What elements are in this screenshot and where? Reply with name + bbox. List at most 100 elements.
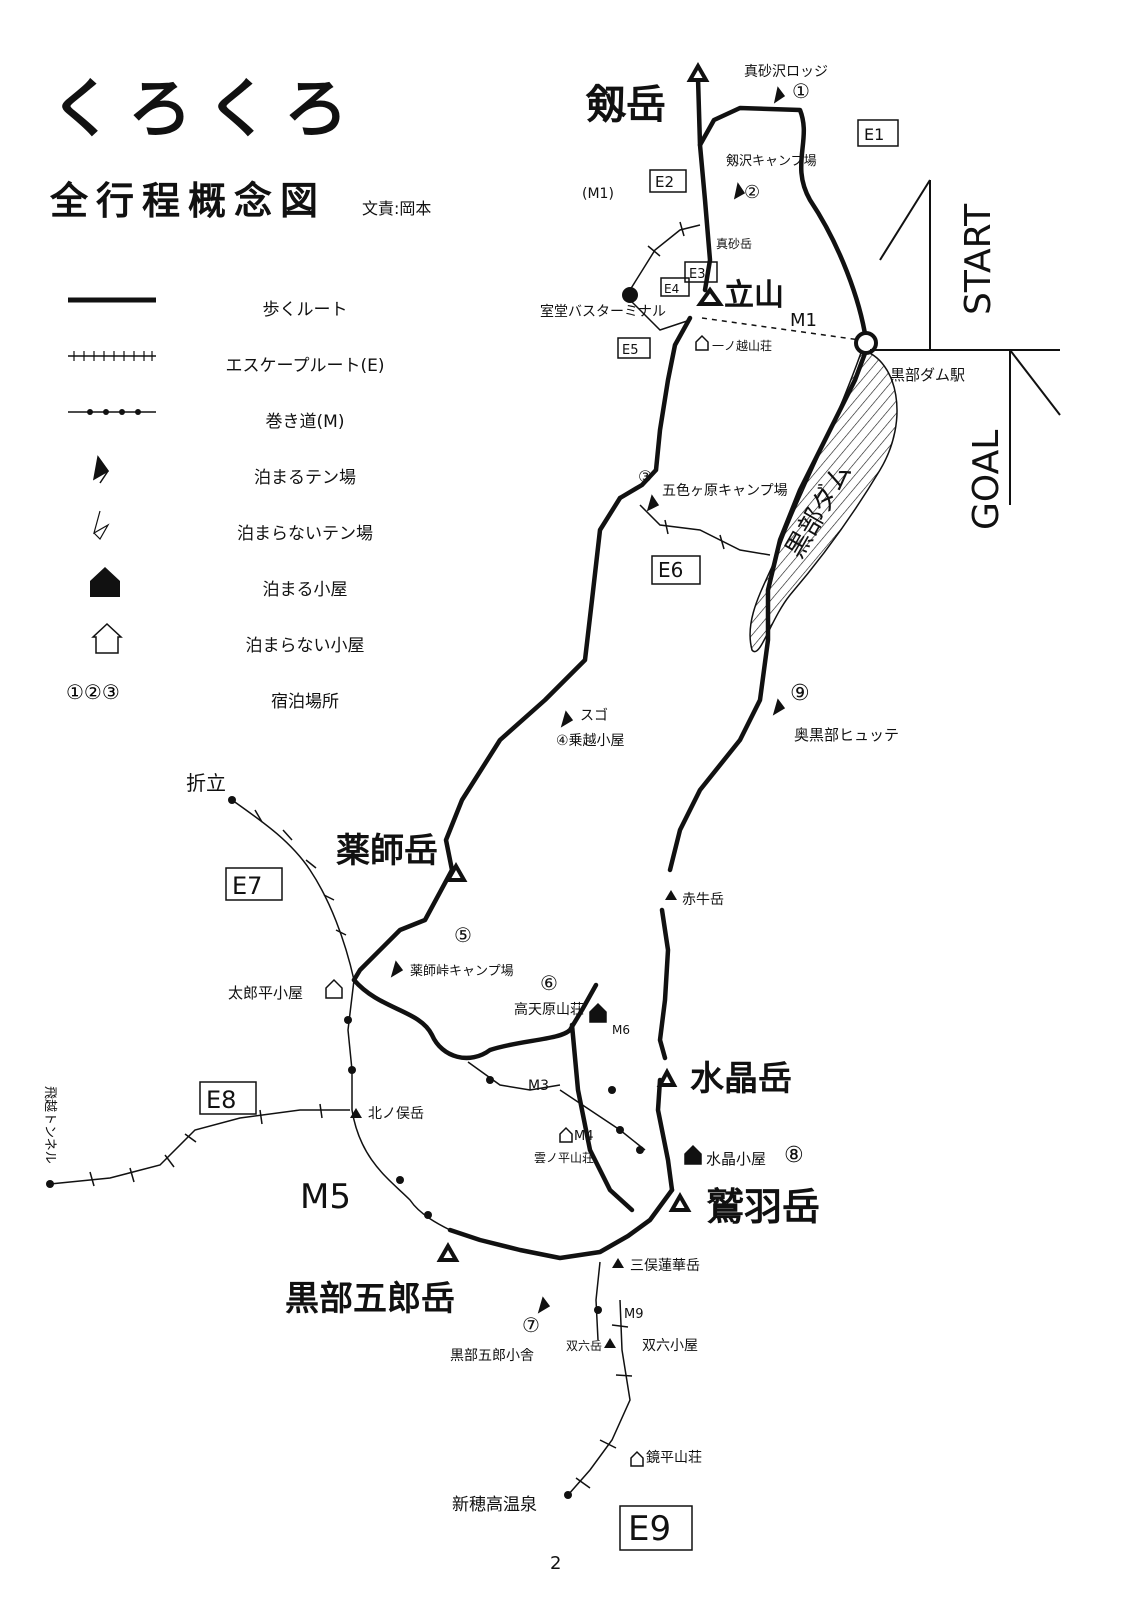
mitsumata-peak-icon: [612, 1258, 624, 1268]
route-takamagahara-washiba: [569, 1022, 635, 1213]
suisho-peak-icon: [656, 1067, 678, 1087]
route-code-m6: M6: [612, 1023, 630, 1037]
route-code-e8: E8: [206, 1086, 236, 1114]
place-murodo: 室堂バスターミナル: [540, 303, 666, 320]
numbered-site-icon: ①②③: [66, 680, 120, 704]
escape-route-icon: [68, 351, 156, 361]
legend-tent-stay: 泊まるテン場: [60, 453, 400, 493]
tateyama-peak-icon: [696, 286, 724, 306]
walk-route-icon: [68, 297, 156, 303]
site-markers: [390, 86, 786, 1314]
route-code-m4: M4: [574, 1129, 594, 1144]
legend-label: 巻き道(M): [265, 412, 345, 432]
stay-number: ⑦: [522, 1313, 540, 1337]
page-title: くろくろ: [50, 73, 362, 147]
pass-hut-markers: [325, 334, 709, 1467]
place-masago-dake: 真砂岳: [716, 237, 752, 251]
route-code-m1b: (M1): [582, 186, 614, 202]
route-yakushi-tarodaira: [351, 867, 455, 983]
legend-label: 歩くルート: [262, 300, 348, 320]
place-tsurugisawa-camp: 剱沢キャンプ場: [726, 154, 817, 169]
route-code-e6: E6: [658, 558, 683, 582]
tent-icon: [646, 494, 660, 512]
place-kurobe-goro-hut: 黒部五郎小舎: [450, 1348, 534, 1364]
tent-icon: [390, 960, 404, 978]
route-code-e9: E9: [628, 1509, 671, 1549]
peak-kurobe-goro: 黒部五郎岳: [285, 1279, 455, 1319]
bypass-dots: [46, 796, 644, 1499]
hut-outline-icon: [325, 978, 343, 999]
peak-tateyama: 立山: [724, 278, 784, 313]
place-sugo: スゴ: [580, 707, 608, 724]
route-dam-okukurobe: [667, 337, 873, 873]
stay-number: ②: [744, 182, 760, 203]
peak-tsurugi: 剱岳: [585, 82, 666, 128]
hut-outline-icon: [559, 1126, 573, 1143]
place-okukurobe: 奥黒部ヒュッテ: [794, 726, 899, 744]
route-code-m3: M3: [528, 1078, 549, 1094]
peak-washiba: 鷲羽岳: [706, 1185, 820, 1229]
tent-icon: [772, 698, 786, 716]
place-takamagahara: 高天原山荘: [514, 1001, 584, 1018]
route-code-e4: E4: [664, 282, 679, 296]
stay-number: ①: [792, 79, 810, 103]
tent-icon: [733, 182, 746, 200]
akaushi-peak-icon: [665, 890, 677, 900]
place-goshikigahara: 五色ヶ原キャンプ場: [662, 482, 788, 499]
route-code-m5: M5: [300, 1177, 351, 1217]
legend-label: 泊まる小屋: [262, 580, 348, 600]
hut-outline-icon: [91, 622, 123, 654]
route-suisho-washiba: [655, 1077, 675, 1193]
place-shinhotaka: 新穂高温泉: [452, 1495, 537, 1515]
place-suisho-hut: 水晶小屋: [706, 1150, 766, 1168]
place-sugo-hut: ④乗越小屋: [556, 733, 625, 749]
legend-label: 泊まらないテン場: [237, 524, 373, 544]
escape-routes: [49, 224, 771, 1496]
kurobe-dam-station-marker: [854, 331, 878, 355]
place-kitamata: 北ノ俣岳: [368, 1106, 424, 1122]
place-kumonodaira: 雲ノ平山荘: [534, 1151, 594, 1165]
tsurugi-peak-icon: [686, 61, 710, 82]
tent-filled-icon: [92, 455, 110, 484]
route-akaushi-suisho: [657, 907, 671, 1061]
hut-icon: [589, 1002, 607, 1023]
legend-walk-route: 歩くルート: [60, 285, 400, 325]
bypass-m9: [595, 1261, 601, 1341]
stay-number: ⑤: [454, 923, 472, 947]
goal-label: GOAL: [966, 430, 1007, 530]
route-tsurugi-tateyama: [697, 142, 713, 293]
goal-arrow: [1009, 349, 1061, 505]
legend-hut-pass: 泊まらない小屋: [60, 621, 400, 661]
place-mitsumata: 三俣蓮華岳: [630, 1258, 700, 1274]
tent-icon: [773, 86, 786, 104]
page-subtitle: 全行程概念図: [50, 179, 327, 223]
peak-markers: [436, 61, 724, 1262]
tent-outline-icon: [93, 510, 110, 540]
place-kagami: 鏡平山荘: [646, 1450, 702, 1466]
hut-outline-icon: [695, 334, 709, 351]
route-code-e7: E7: [232, 872, 262, 900]
yakushi-peak-icon: [444, 861, 468, 882]
author-credit: 文責:岡本: [362, 199, 432, 218]
murodo-station-marker: [622, 287, 638, 303]
start-arrow: [870, 179, 1060, 351]
legend-label: エスケープルート(E): [225, 356, 385, 376]
minor-peak-markers: [350, 890, 677, 1348]
route-code-e3: E3: [689, 267, 706, 282]
washiba-peak-icon: [668, 1191, 692, 1212]
peak-yakushi: 薬師岳: [336, 831, 438, 871]
route-code-m1: M1: [790, 310, 817, 331]
route-code-m9: M9: [624, 1307, 644, 1322]
legend-escape-route: エスケープルート(E): [60, 341, 400, 381]
legend-label: 泊まらない小屋: [245, 636, 365, 656]
place-yakushi-camp: 薬師峠キャンプ場: [410, 964, 514, 979]
place-orito: 折立: [186, 771, 226, 795]
place-sugoroku-hut: 双六小屋: [642, 1338, 698, 1354]
legend-hut-stay: 泊まる小屋: [60, 565, 400, 605]
bypass-trail-icon: [68, 409, 156, 415]
kitamata-peak-icon: [350, 1108, 362, 1118]
route-code-e2: E2: [655, 173, 674, 191]
place-kurobe-dam-station: 黒部ダム駅: [890, 366, 965, 384]
escape-e-murodo: [629, 224, 701, 291]
legend-numbered-site: ①②③ 宿泊場所: [60, 677, 400, 717]
